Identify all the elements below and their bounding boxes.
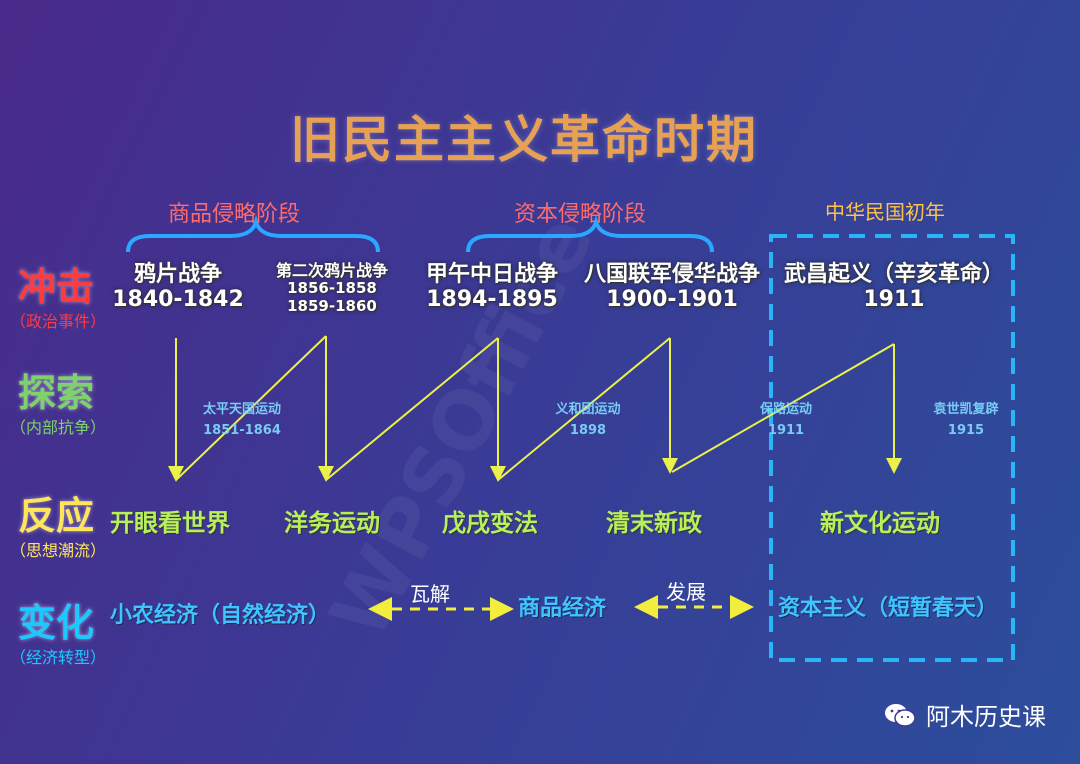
event-year: 1856-1858 [287, 279, 377, 298]
event-year: 1894-1895 [426, 287, 558, 313]
change-small-peasant: 小农经济（自然经济） [110, 603, 331, 628]
explore-railway: 保路运动 1911 [759, 402, 812, 438]
event-year: 1840-1842 [112, 287, 244, 313]
reaction-3: 戊戌变法 [442, 509, 538, 537]
reaction-5: 新文化运动 [820, 509, 940, 537]
explore-boxer: 义和团运动 1898 [555, 402, 621, 438]
row-impact-label: 冲击 [18, 265, 95, 309]
row-explore-label: 探索 [18, 371, 95, 415]
event-name: 武昌起义（辛亥革命） [783, 262, 1004, 287]
reaction-2: 洋务运动 [284, 509, 380, 537]
wechat-icon [885, 703, 916, 727]
change-commodity-economy: 商品经济 [518, 596, 607, 621]
row-change-label: 变化 [18, 601, 95, 645]
event-year: 1859-1860 [287, 296, 377, 315]
footer-text: 阿木历史课 [926, 703, 1046, 731]
explore-restoration: 袁世凯复辟 1915 [933, 402, 999, 438]
row-explore-sub: （内部抗争） [10, 418, 107, 437]
row-change-sub: （经济转型） [10, 648, 107, 667]
event-year: 1900-1901 [606, 287, 738, 313]
row-impact-sub: （政治事件） [10, 312, 107, 331]
page-title: 旧民主主义革命时期 [290, 111, 758, 169]
event-name: 八国联军侵华战争 [583, 262, 760, 287]
change-arrow-label-2: 发展 [666, 580, 706, 604]
stage-capital: 资本侵略阶段 [514, 202, 647, 227]
row-reaction-sub: （思想潮流） [10, 541, 107, 560]
event-year: 1911 [863, 287, 925, 313]
reaction-1: 开眼看世界 [110, 509, 230, 537]
change-capitalism: 资本主义（短暂春天） [778, 596, 999, 621]
event-sino-japanese-war: 甲午中日战争 1894-1895 [414, 262, 570, 313]
zigzag-lines [168, 335, 902, 482]
event-name: 甲午中日战争 [425, 262, 558, 287]
row-reaction-label: 反应 [18, 494, 95, 538]
change-arrow-label-1: 瓦解 [410, 582, 450, 606]
roc-dashed-box [769, 234, 1015, 662]
explore-taiping: 太平天国运动 1851-1864 [202, 402, 281, 438]
bracket-commodity [126, 214, 380, 253]
event-opium-war: 鸦片战争 1840-1842 [112, 262, 244, 313]
event-second-opium-war: 第二次鸦片战争 1856-1858 1859-1860 [262, 261, 402, 315]
reaction-4: 清末新政 [606, 509, 702, 537]
event-name: 鸦片战争 [133, 262, 222, 287]
event-wuchang-uprising: 武昌起义（辛亥革命） 1911 [772, 262, 1016, 313]
stage-commodity: 商品侵略阶段 [168, 202, 301, 227]
event-eight-nation-alliance: 八国联军侵华战争 1900-1901 [574, 262, 770, 313]
event-name: 第二次鸦片战争 [275, 261, 388, 280]
footer-brand: 阿木历史课 [884, 697, 1046, 732]
bracket-capital [466, 214, 714, 253]
stage-roc: 中华民国初年 [825, 200, 945, 224]
